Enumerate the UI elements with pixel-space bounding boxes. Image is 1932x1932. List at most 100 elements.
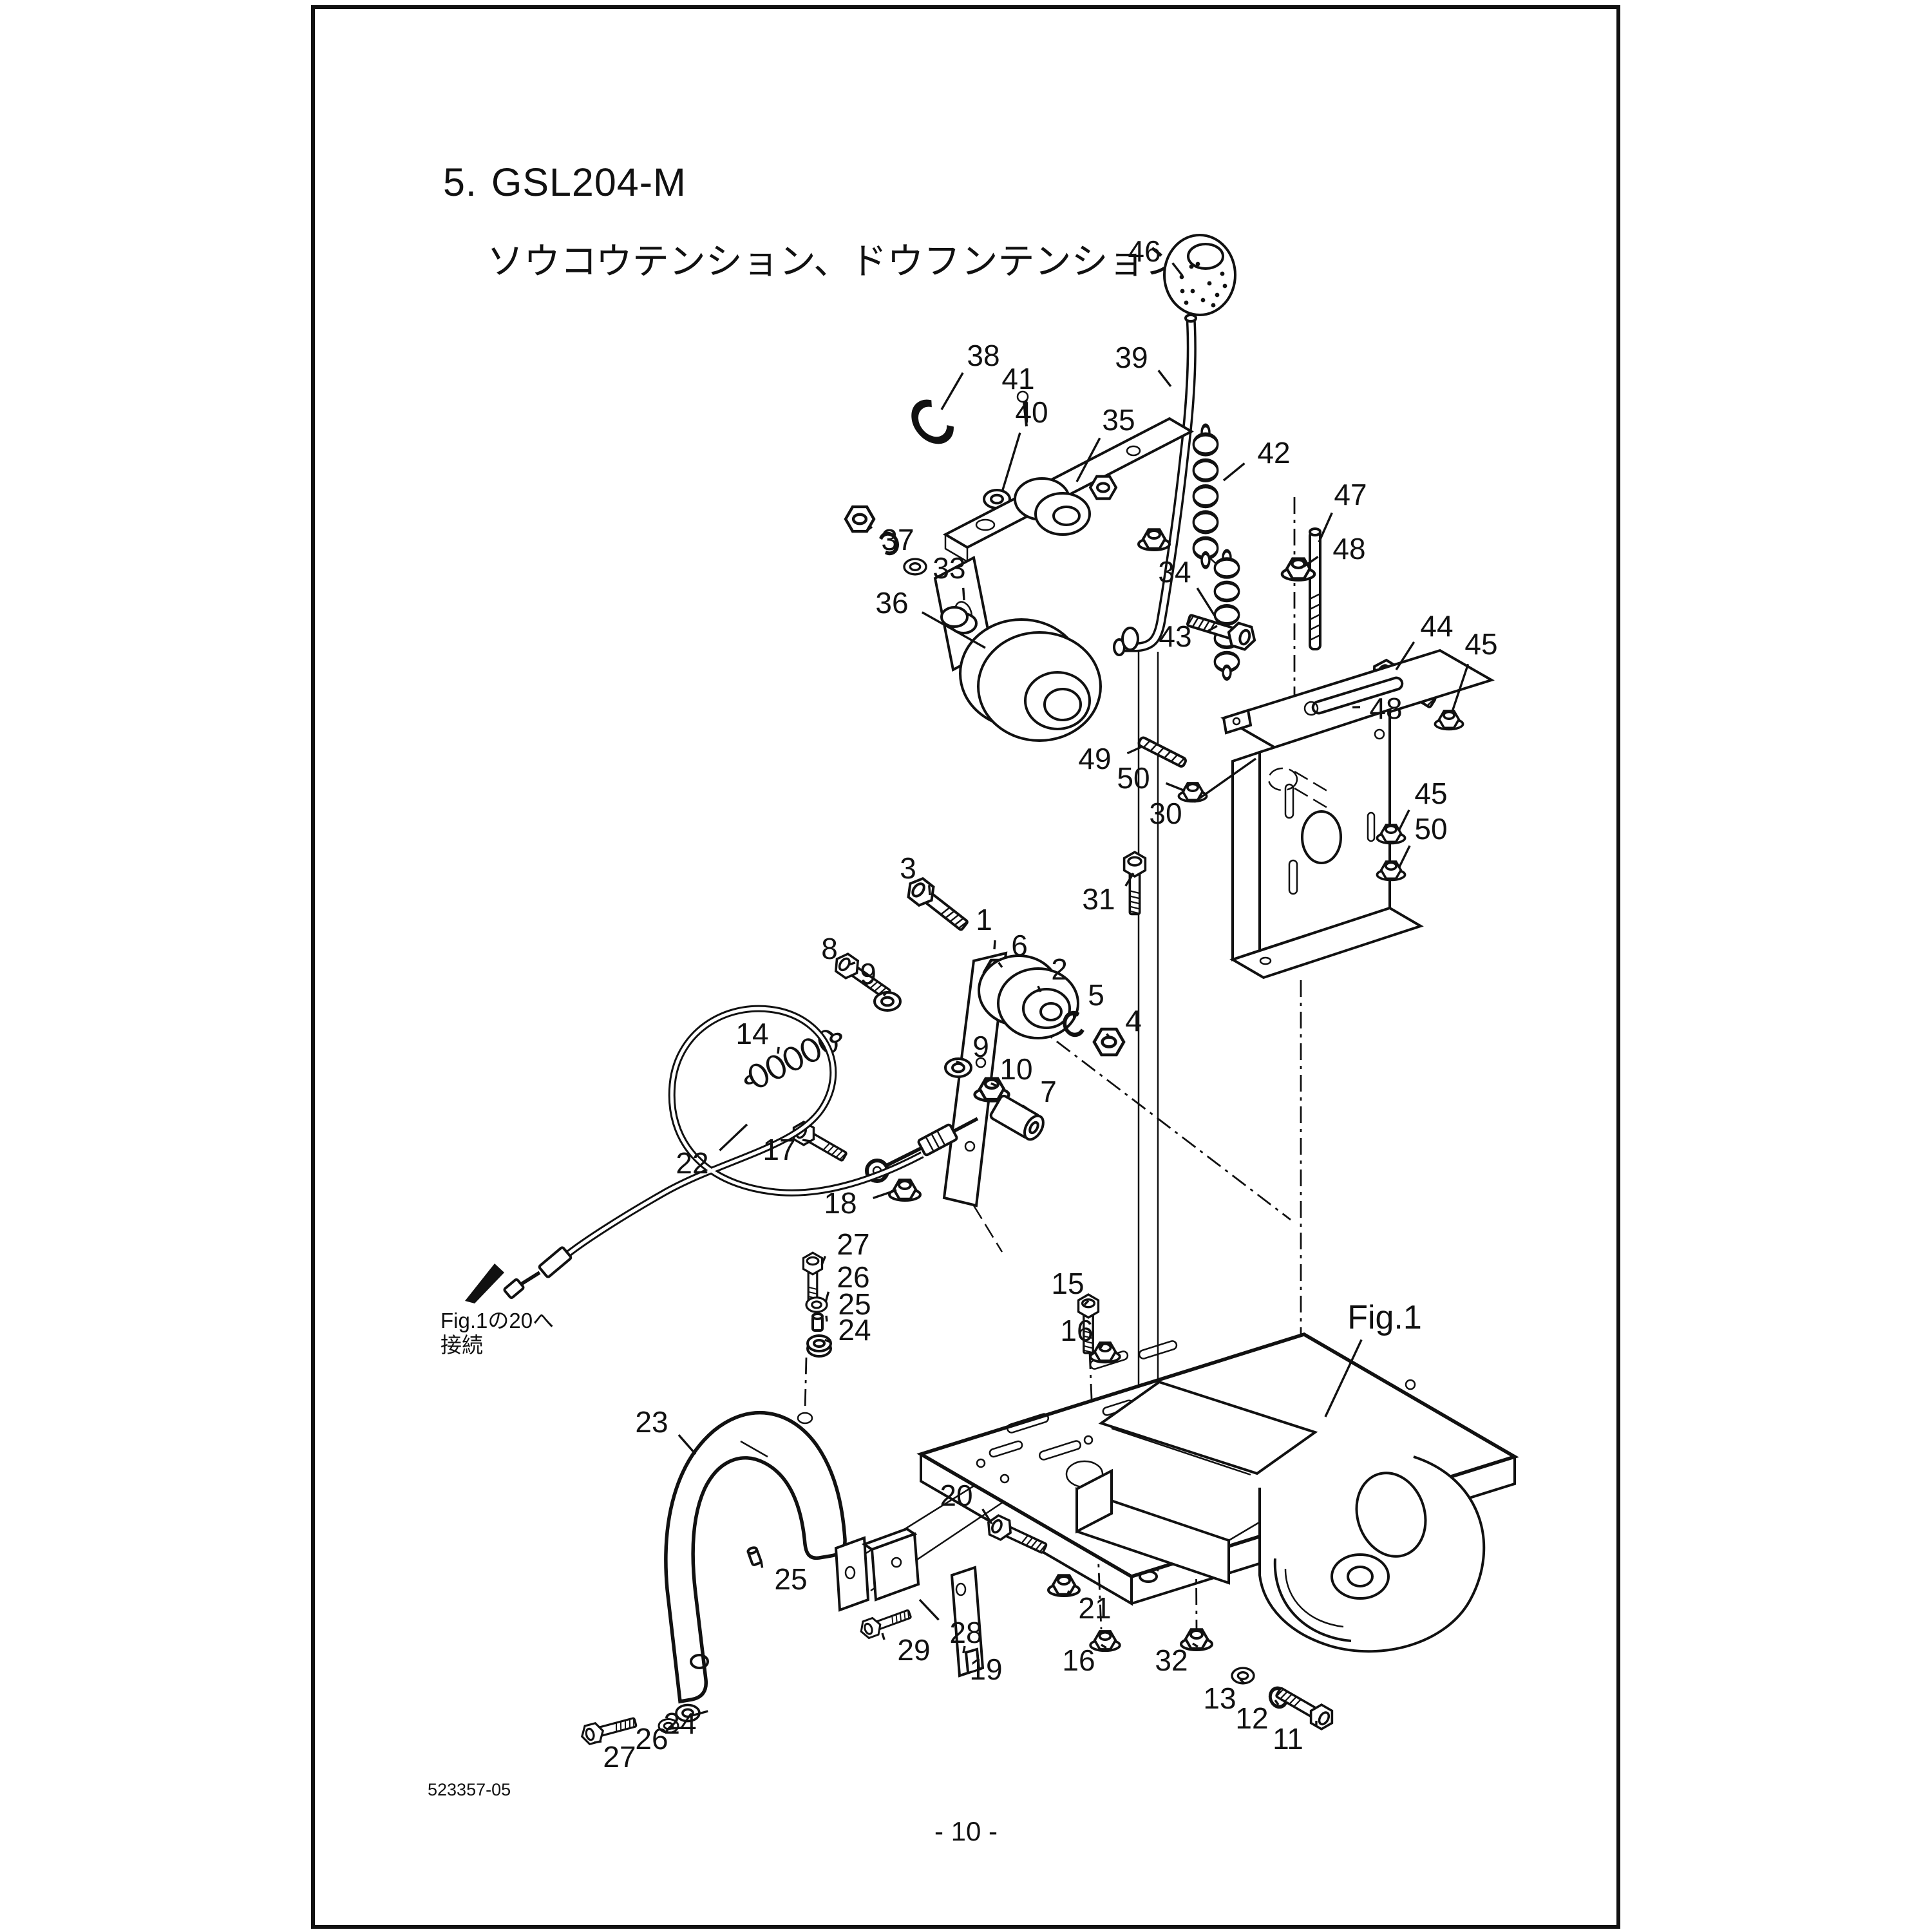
part-base-plate (916, 1332, 1519, 1653)
part-control-cable-22 (503, 1005, 979, 1300)
callout-leader-9 (882, 990, 889, 997)
callout-45: 45 (1414, 777, 1447, 810)
callout-leader-21 (1066, 1590, 1070, 1596)
part-guide-strip-19 (950, 1566, 985, 1678)
callout-41: 41 (1001, 362, 1034, 395)
callout-8: 8 (821, 932, 838, 965)
callout-48: 48 (1369, 692, 1402, 725)
callout-19: 19 (969, 1653, 1002, 1686)
callout-5: 5 (1088, 978, 1104, 1012)
part-flange-nut-50a (1177, 782, 1208, 803)
callout-leader-10 (990, 1082, 998, 1087)
callout-leader-26 (824, 1291, 830, 1303)
callout-leader-8 (848, 961, 856, 966)
callout-14: 14 (735, 1017, 768, 1050)
callout-leader-4 (1106, 1033, 1112, 1039)
page-border (311, 5, 1620, 1929)
callout-leader-27 (594, 1740, 602, 1744)
callout-leader-46 (1171, 262, 1184, 277)
page-number: - 10 - (934, 1816, 998, 1846)
callout-leader-23 (677, 1434, 697, 1455)
callout-leader-36 (921, 611, 986, 649)
callout-10: 10 (999, 1052, 1032, 1086)
callout-leader-9 (956, 1060, 963, 1065)
callout-34: 34 (1158, 555, 1191, 589)
callout-leader-32 (1192, 1642, 1198, 1648)
callout-leader-35 (1075, 437, 1101, 482)
part-shift-lever-rod (1113, 314, 1197, 656)
callout-31: 31 (1082, 882, 1115, 916)
callout-leader-43 (1207, 625, 1218, 632)
part-nut-21 (1047, 1574, 1081, 1597)
callout-50: 50 (1117, 761, 1150, 795)
callout-35: 35 (1102, 403, 1135, 437)
callout-leader-7 (1022, 1104, 1028, 1110)
part-nut-4 (1094, 1029, 1124, 1055)
callout-9: 9 (860, 957, 876, 990)
callout-Fig.1: Fig.1 (1347, 1299, 1422, 1336)
callout-leader-50 (1397, 845, 1411, 869)
callout-leader-18 (873, 1189, 897, 1199)
callout-leader-38 (940, 372, 964, 410)
callout-38: 38 (967, 339, 999, 372)
part-nut-16a (1089, 1341, 1121, 1364)
callout-23: 23 (635, 1405, 668, 1439)
callout-21: 21 (1078, 1591, 1111, 1625)
callout-27: 27 (837, 1227, 869, 1261)
callout-6: 6 (1011, 929, 1028, 962)
callout-15: 15 (1051, 1267, 1084, 1300)
model-code: GSL204-M (491, 160, 687, 204)
callout-25: 25 (838, 1287, 871, 1321)
part-washer-26a (805, 1296, 828, 1313)
callout-26: 26 (635, 1722, 668, 1756)
callout-leader-14 (777, 1046, 780, 1054)
connection-note-line2: 接続 (440, 1333, 483, 1357)
part-pin-25b (746, 1546, 762, 1566)
page-title: 5.GSL204-M (443, 160, 687, 205)
callout-42: 42 (1257, 436, 1290, 469)
callout-13: 13 (1203, 1681, 1236, 1715)
callout-22: 22 (676, 1146, 708, 1180)
callout-leader-3 (928, 885, 931, 896)
part-snap-ring-38 (907, 399, 954, 448)
callout-leader-1 (993, 940, 996, 950)
callout-leader-16 (1099, 1343, 1104, 1349)
callout-33: 33 (933, 551, 965, 585)
callout-leader-24 (691, 1710, 708, 1717)
callout-17: 17 (762, 1133, 795, 1166)
callout-16: 16 (1060, 1314, 1093, 1347)
callout-1: 1 (976, 903, 992, 936)
part-stud-47 (1309, 527, 1321, 650)
callout-leader-13 (1239, 1678, 1245, 1685)
callout-50: 50 (1414, 812, 1447, 846)
callout-leader-16 (1101, 1643, 1107, 1649)
callout-leader-31 (1124, 873, 1135, 887)
part-lever-bracket-35 (942, 417, 1195, 651)
part-bolt-17 (788, 1117, 851, 1167)
callout-leader-50 (1165, 782, 1186, 792)
callout-leader-45 (1397, 809, 1410, 831)
callout-leader-15 (1083, 1300, 1090, 1306)
connection-note-line1: Fig.1の20へ (440, 1309, 554, 1332)
callout-leader-45 (1450, 663, 1470, 714)
callout-4: 4 (1125, 1004, 1142, 1037)
callout-43: 43 (1159, 620, 1191, 653)
callout-leader-Fig.1 (1324, 1339, 1363, 1417)
part-cotter-pin-41 (1016, 390, 1029, 427)
callout-leader-12 (1274, 1700, 1280, 1706)
callout-leader-34 (1196, 587, 1216, 616)
connection-arrow-icon (465, 1264, 504, 1303)
callout-leader-19 (962, 1645, 966, 1654)
callout-32: 32 (1155, 1643, 1188, 1677)
callout-25: 25 (774, 1562, 807, 1596)
part-spring-42 (1193, 426, 1217, 567)
callout-leader-27 (820, 1255, 827, 1265)
page-subtitle: ソウコウテンション、ドウフンテンション (487, 241, 1182, 282)
callout-leader-42 (1222, 462, 1245, 482)
part-flange-nut-45a (1434, 710, 1464, 731)
callout-leader-44 (1395, 641, 1416, 670)
callout-20: 20 (940, 1479, 972, 1512)
callout-47: 47 (1334, 478, 1367, 511)
